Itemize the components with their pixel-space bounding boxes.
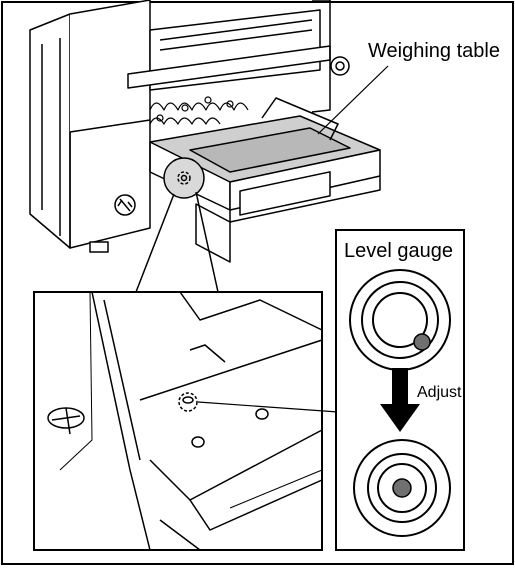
magnify-line-left xyxy=(135,193,175,293)
bubble-off-center xyxy=(413,333,431,351)
zoom-inset xyxy=(33,291,323,551)
down-arrow-icon xyxy=(380,368,420,432)
gauge-before xyxy=(349,269,451,371)
weighing-table-leader xyxy=(317,65,389,135)
level-gauge-label: Level gauge xyxy=(344,240,453,262)
magnify-line-right xyxy=(195,191,219,293)
bubble-centered xyxy=(392,478,412,498)
machine-illustration xyxy=(29,0,381,263)
level-gauge-panel xyxy=(335,229,465,551)
gauge-leader xyxy=(197,401,339,413)
adjust-label: Adjust xyxy=(417,384,462,401)
gauge-after xyxy=(353,439,451,537)
weighing-table-label: Weighing table xyxy=(368,40,500,62)
